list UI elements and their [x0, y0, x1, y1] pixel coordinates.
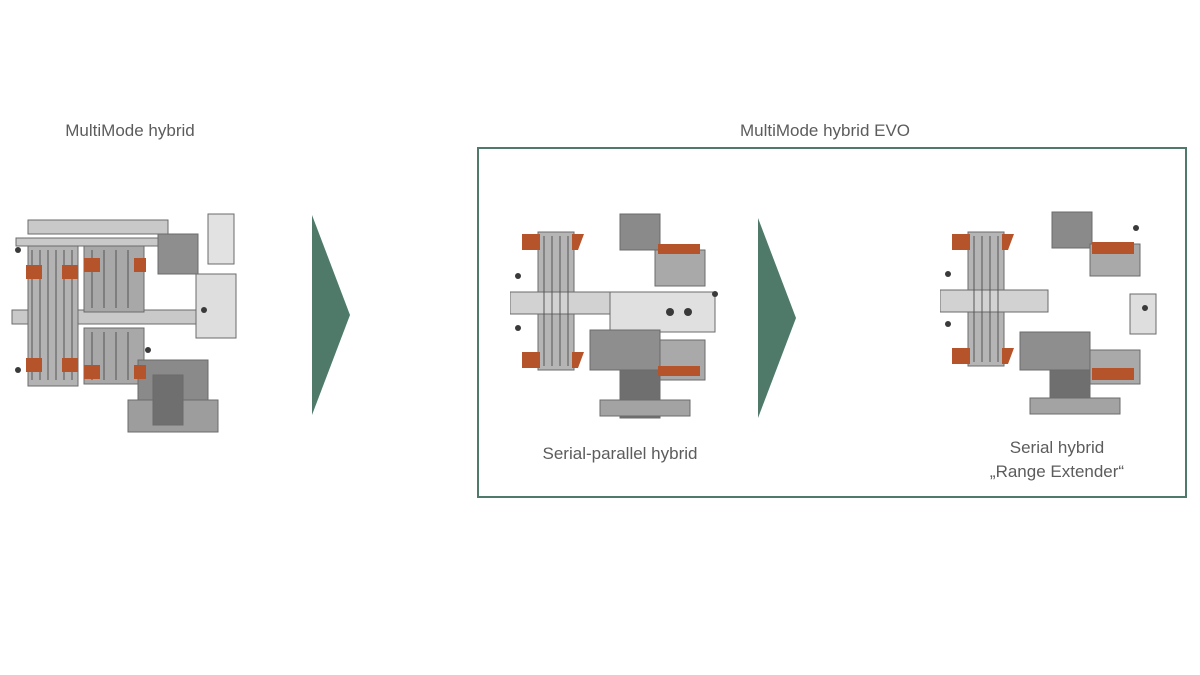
transition-arrow-2	[758, 218, 796, 418]
multimode-hybrid-title: MultiMode hybrid	[65, 121, 195, 140]
serial-hybrid-label: Serial hybrid „Range Extender“	[957, 436, 1157, 484]
multimode-hybrid-transmission-drawing	[11, 213, 237, 433]
serial-hybrid-label-line2: „Range Extender“	[989, 462, 1125, 481]
evo-variants-frame	[477, 147, 1187, 498]
serial-hybrid-range-extender-drawing	[940, 211, 1157, 415]
transition-arrow-1	[312, 215, 350, 415]
multimode-hybrid-evo-title: MultiMode hybrid EVO	[739, 121, 911, 140]
serial-hybrid-label-line1: Serial hybrid	[1009, 438, 1105, 457]
serial-parallel-hybrid-drawing	[510, 213, 718, 419]
serial-parallel-hybrid-label: Serial-parallel hybrid	[542, 444, 698, 463]
